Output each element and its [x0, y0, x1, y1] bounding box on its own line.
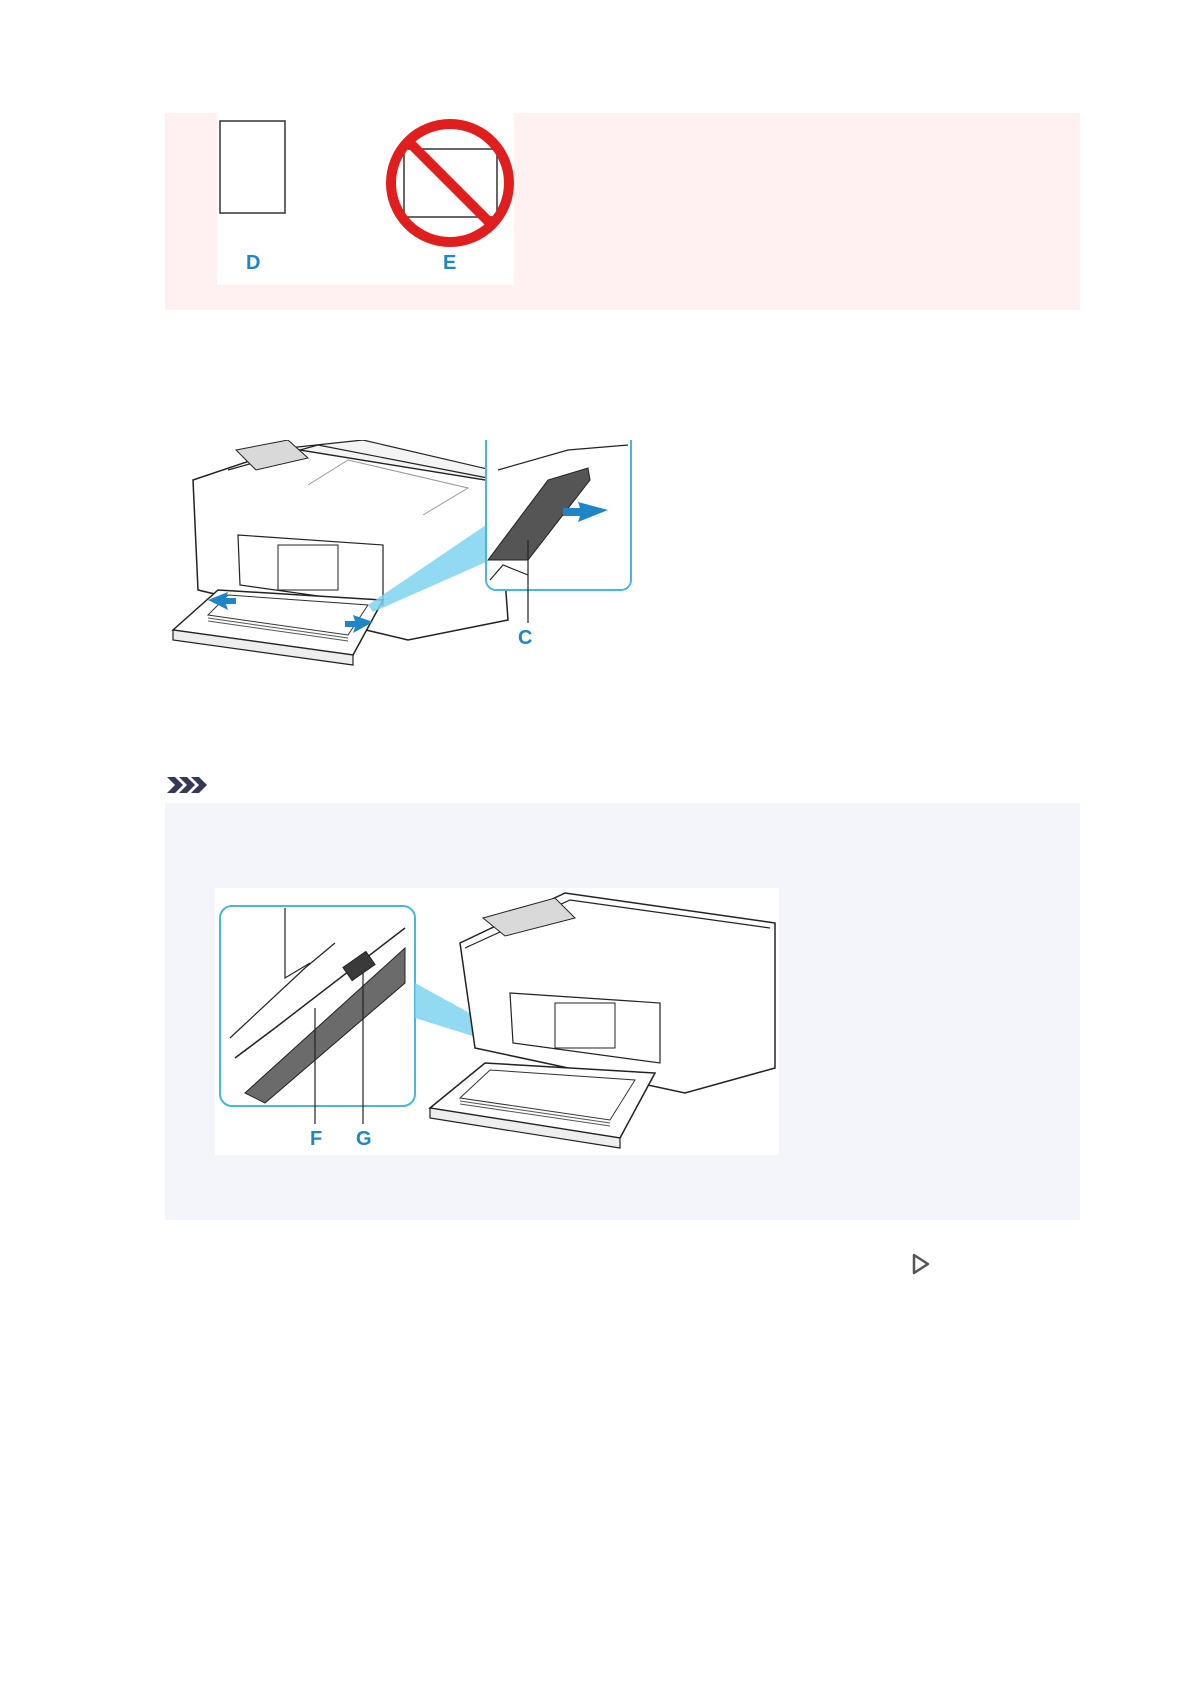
label-c: C [518, 628, 532, 648]
portrait-sheet [220, 121, 285, 213]
printer-mark-illustration [215, 888, 779, 1155]
paper-guide-adjust-figure: C [168, 440, 683, 700]
paper-orientation-figure: D E [217, 113, 514, 285]
note-chevrons-svg [165, 775, 215, 795]
paper-guide-mark-figure: F G [215, 888, 779, 1155]
caution-panel: D E [165, 113, 1080, 310]
play-triangle-svg[interactable] [910, 1252, 932, 1276]
label-e: E [443, 253, 456, 273]
note-zoom-inset [220, 906, 415, 1106]
note-chevrons-icon [165, 775, 215, 795]
paper-orientation-illustration [217, 113, 514, 285]
note-panel: F G [165, 803, 1080, 1220]
label-d: D [246, 253, 260, 273]
label-f: F [310, 1129, 322, 1149]
label-g: G [356, 1129, 372, 1149]
printer-cassette-illustration [168, 440, 683, 700]
play-triangle-icon[interactable] [910, 1252, 932, 1276]
